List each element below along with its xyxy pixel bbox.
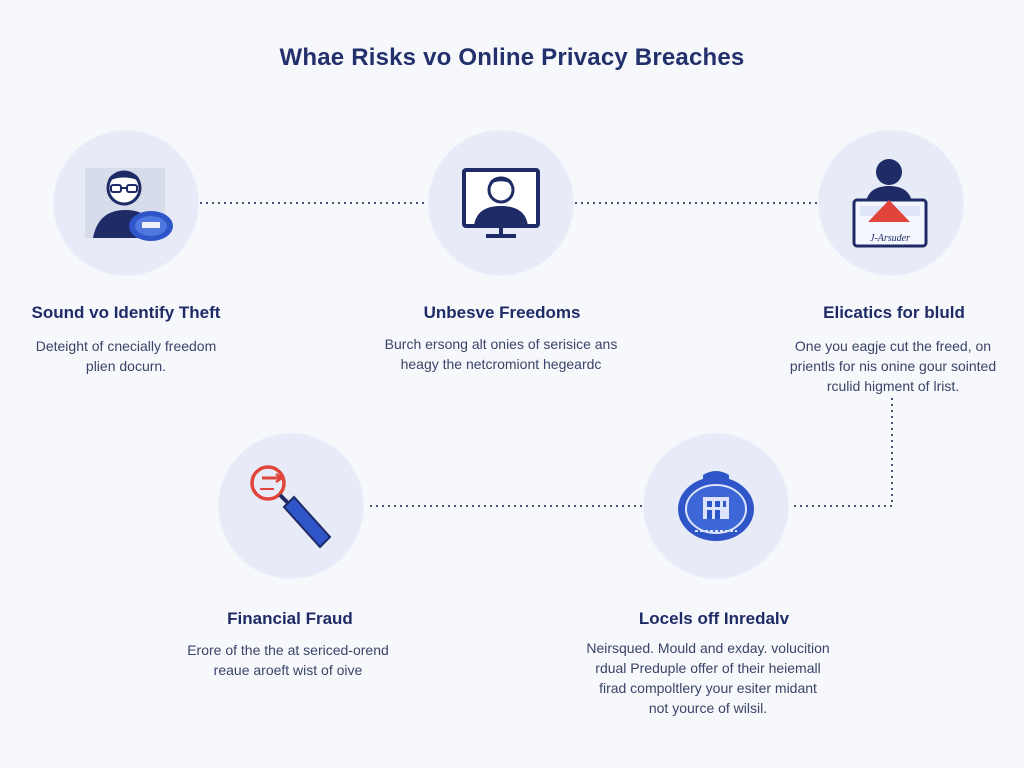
monitor-person-icon [462,168,540,238]
label-locels: Locels off Inredalv [638,609,790,628]
desc-financial-fraud: Erore of the the at sericed-orend reaue … [187,642,389,678]
desc-identity-theft: Deteight of cnecially freedom plien docu… [35,338,217,374]
node-identity-theft [53,130,199,276]
node-financial-fraud [218,433,364,579]
desc-locels: Neirsqued. Mould and exday. volucition r… [586,640,830,716]
node-locels [643,433,789,579]
shield-building-icon [678,471,754,541]
person-warning-card-icon: J-Arsuder [852,159,928,248]
page-title: Whae Risks vo Online Privacy Breaches [279,44,745,71]
desc-elicatics: One you eagje cut the freed, on prientls… [789,338,997,394]
label-identity-theft: Sound vo Identify Theft [31,303,221,322]
label-financial-fraud: Financial Fraud [227,609,353,628]
label-freedoms: Unbesve Freedoms [423,303,581,322]
card-text: J-Arsuder [870,233,910,244]
magnifier-icon [250,465,332,549]
label-elicatics: Elicatics for bluld [823,303,965,322]
node-freedoms [428,130,574,276]
desc-freedoms: Burch ersong alt onies of serisice ans h… [384,336,618,372]
node-elicatics: J-Arsuder [818,130,964,276]
person-badge-icon [85,168,173,241]
